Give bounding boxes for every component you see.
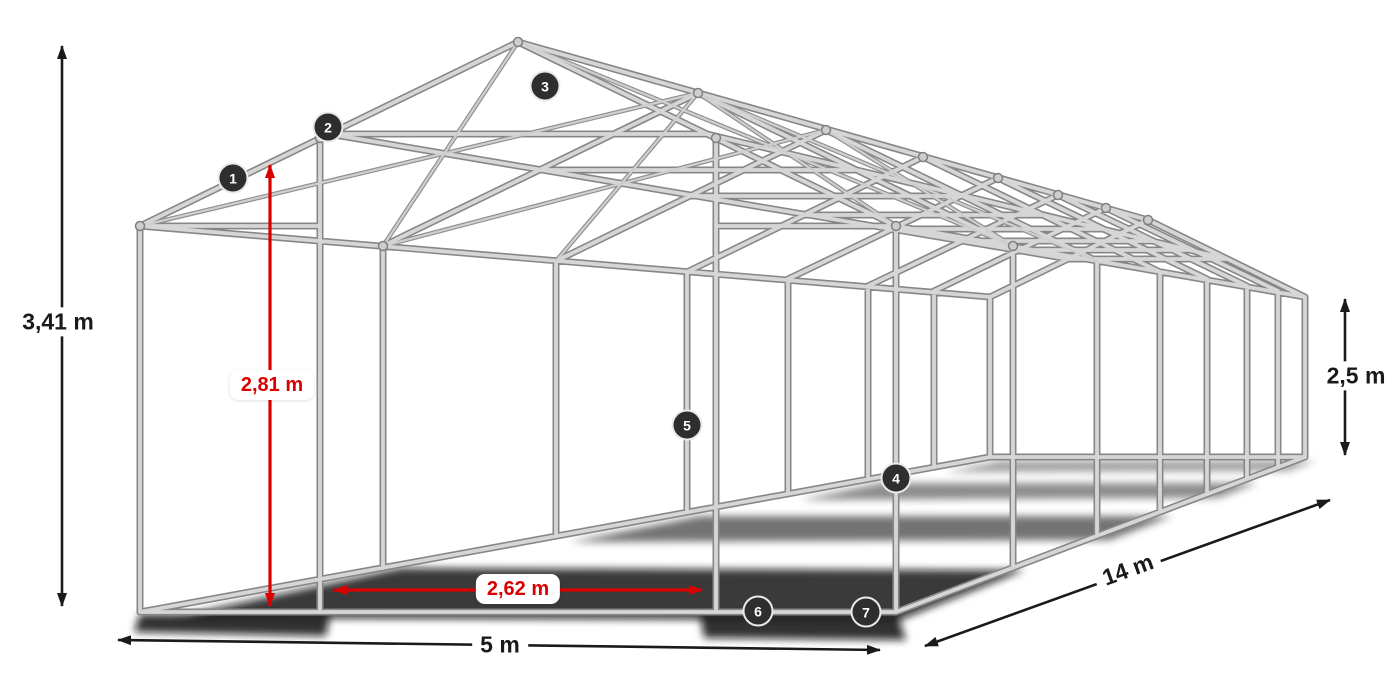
part-badge-6[interactable]: 6 (742, 595, 774, 627)
side-height-label: 2,5 m (1318, 361, 1394, 391)
part-badge-3[interactable]: 3 (529, 70, 561, 102)
door-height-label: 2,81 m (229, 370, 315, 400)
total-height-label: 3,41 m (14, 307, 102, 337)
door-width-label: 2,62 m (475, 574, 561, 604)
part-badge-7[interactable]: 7 (850, 596, 882, 628)
part-badge-5[interactable]: 5 (671, 409, 703, 441)
width-label: 5 m (472, 630, 528, 660)
part-badge-2[interactable]: 2 (312, 111, 344, 143)
part-badge-1[interactable]: 1 (217, 162, 249, 194)
part-badge-4[interactable]: 4 (880, 462, 912, 494)
